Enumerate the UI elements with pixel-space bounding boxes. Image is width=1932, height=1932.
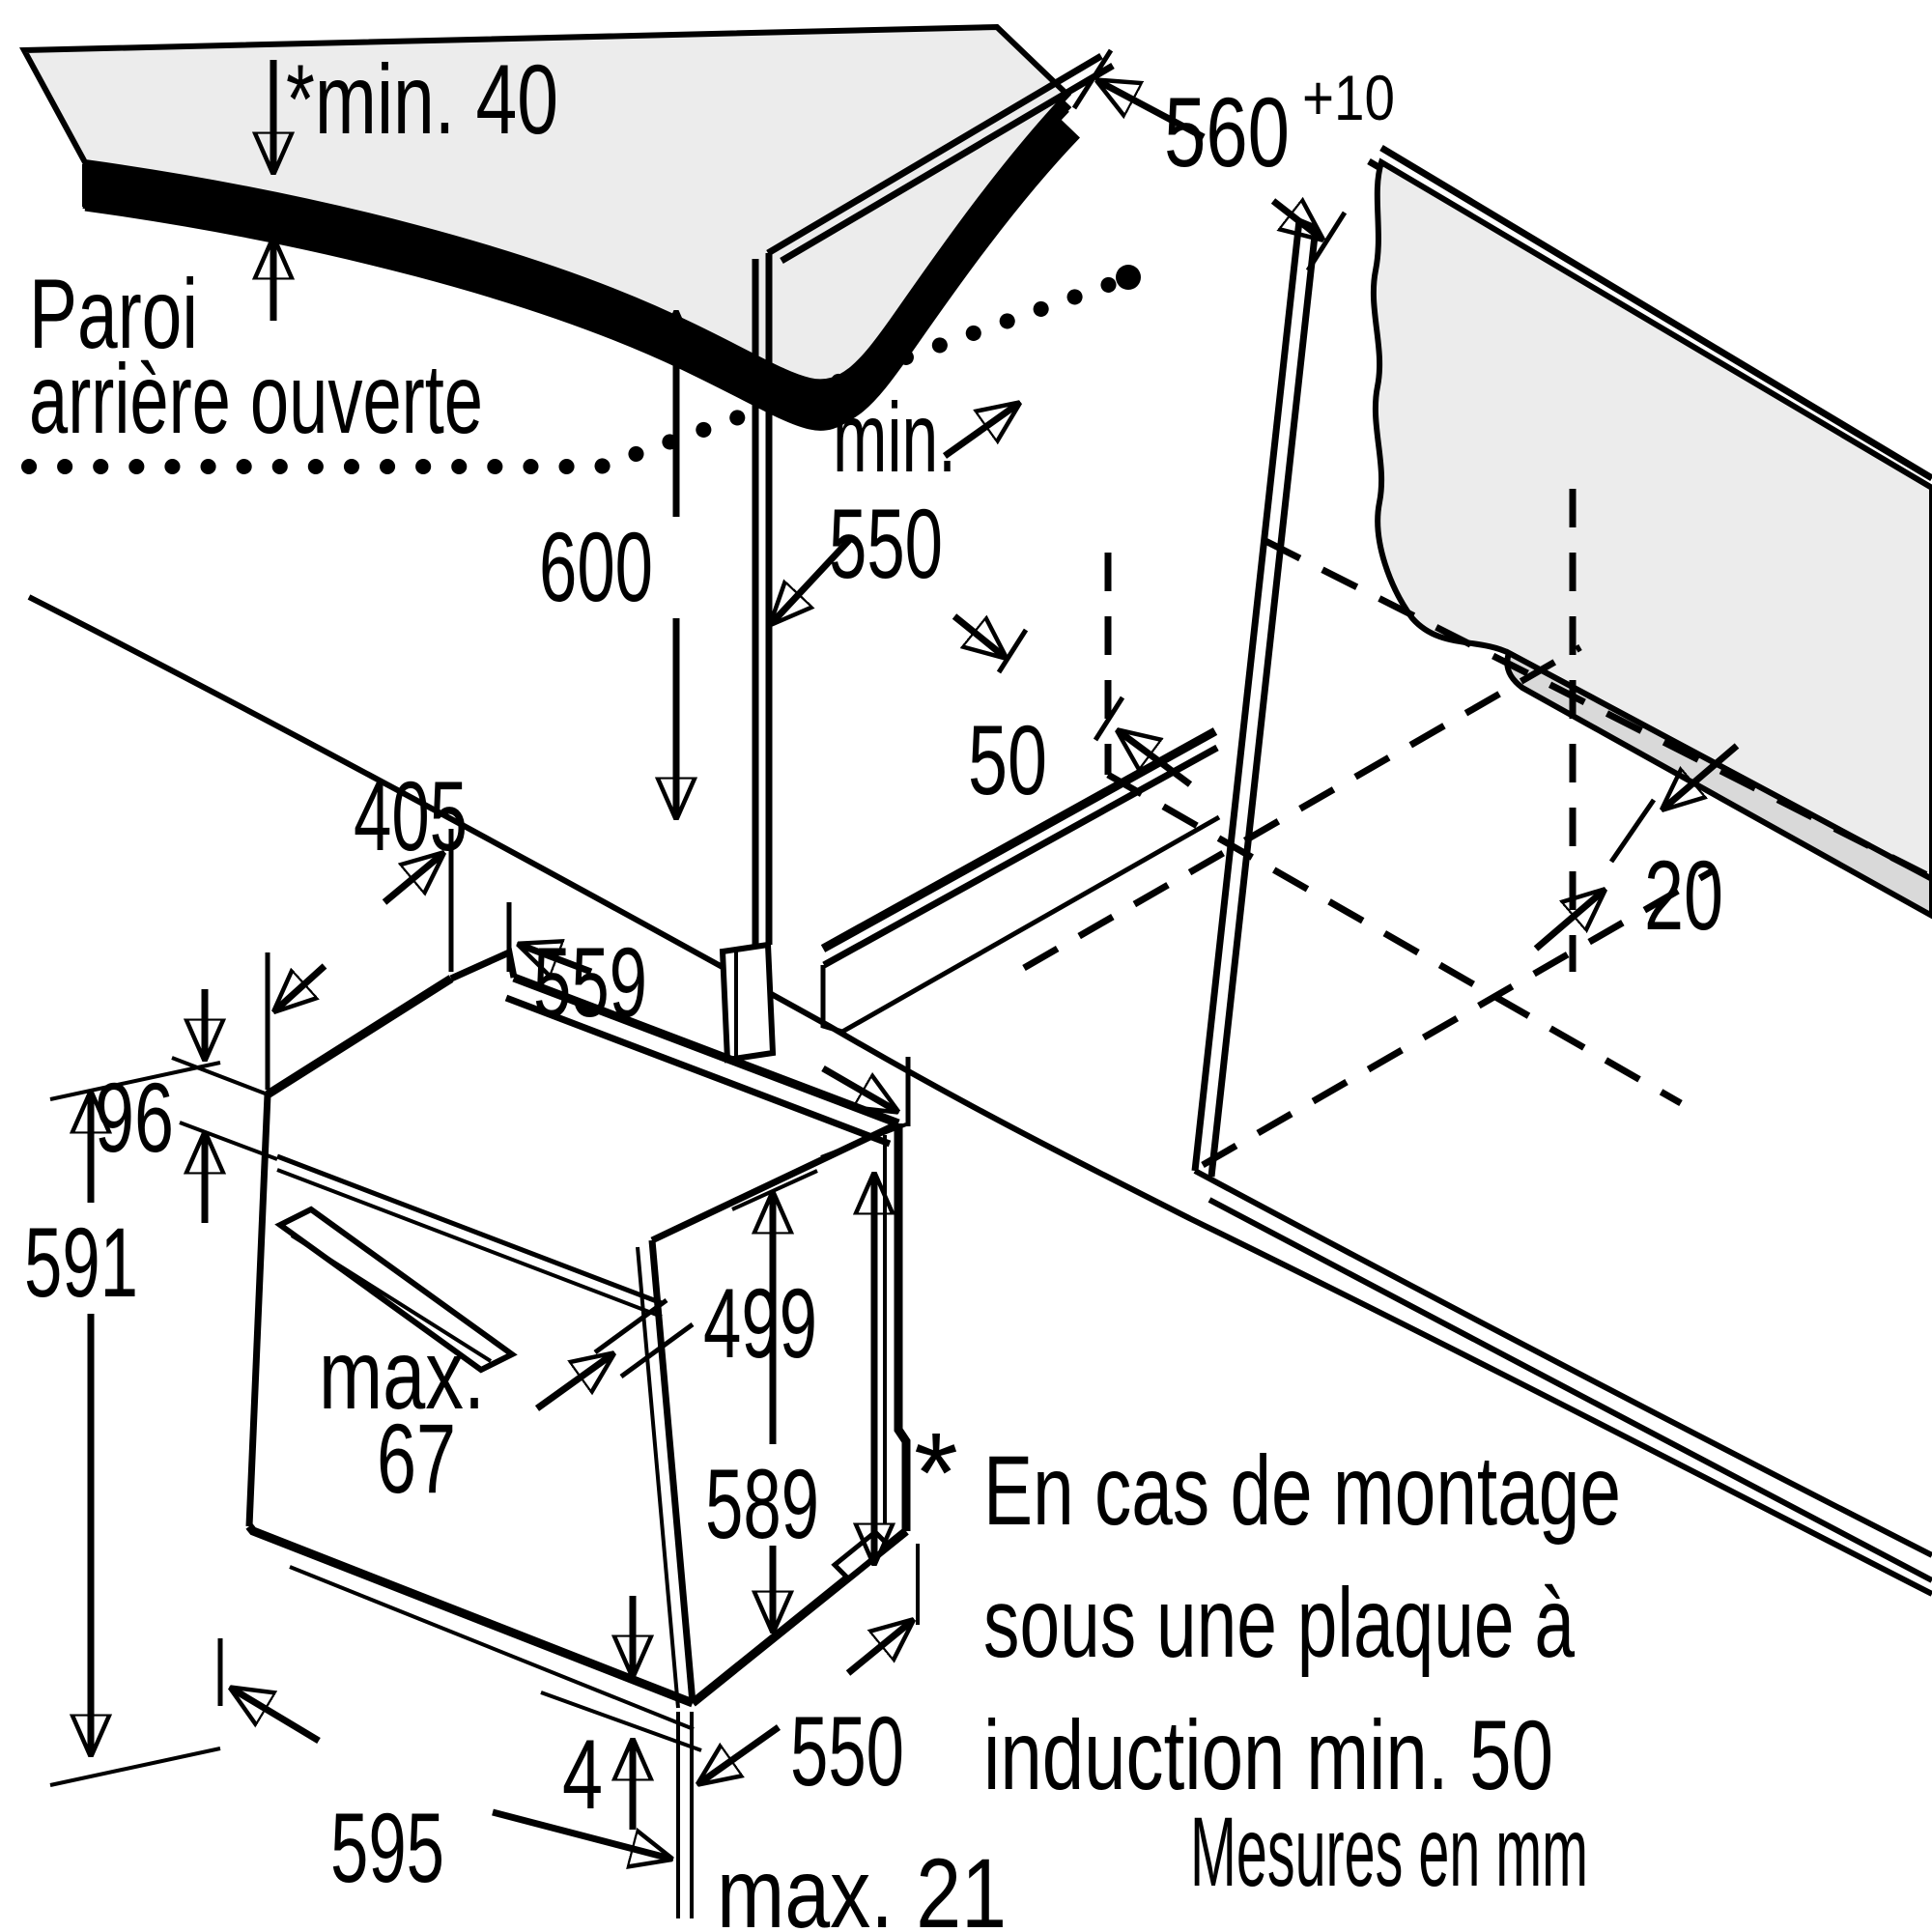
oven-door-bottom-edge [245, 1523, 695, 1708]
rear-wall-leader [21, 265, 1141, 474]
footnote-line2: sous une plaque à [983, 1568, 1575, 1678]
label-niche-width: 560 [1164, 77, 1290, 187]
label-case-depth: 550 [790, 1696, 904, 1806]
cabinet-plinth-recess [840, 814, 1221, 1035]
cabinet-top-edge-outer [766, 52, 1103, 257]
oven-door-left-edge [245, 1094, 271, 1527]
label-niche-width-tolerance: +10 [1302, 62, 1395, 133]
label-control-panel-height: 96 [95, 1063, 174, 1173]
worktop [19, 23, 1080, 431]
label-case-top-width: 559 [533, 927, 647, 1037]
footnote: * En cas de montage sous une plaque à in… [914, 1409, 1621, 1810]
dim-50-tick-right [1093, 696, 1125, 742]
dim-595-arrow-left [232, 1689, 321, 1745]
label-rear-wall-line2: arrière ouverte [29, 344, 483, 454]
dashed-base-rear [1201, 867, 1714, 1169]
dim-595-arrow-right [492, 1808, 670, 1859]
units-note: Mesures en mm [1190, 1797, 1588, 1907]
footnote-line3: induction min. 50 [983, 1700, 1553, 1810]
dim-50-tick-left [996, 628, 1029, 674]
oven-top-notch [449, 947, 518, 982]
wall-torn-face [1370, 157, 1932, 883]
label-rear-wall-line1: Paroi [29, 259, 198, 369]
dim-405-arrow-down [275, 963, 327, 1010]
label-niche-depth-value: 550 [829, 489, 943, 599]
wall-top-edge-upper [1379, 144, 1932, 482]
dim-67-arrow [534, 1354, 612, 1411]
label-worktop-min-thickness: *min. 40 [286, 44, 558, 155]
cabinet-foot [719, 941, 777, 1064]
oven-handle [274, 1206, 518, 1374]
worktop-edge-line-bottom [84, 141, 1069, 431]
label-top-recess-depth: 405 [354, 761, 468, 871]
oven-base-line2 [540, 1690, 702, 1752]
dim-20-tick [1608, 798, 1657, 864]
cabinet-shelf-lower [822, 744, 1219, 969]
dim-50-arrow-left [952, 613, 1005, 657]
dimensions [49, 48, 1740, 1918]
dim-550-depth-arrow-down [772, 534, 855, 623]
dim-591-tick-bottom [49, 1747, 221, 1787]
label-niche-depth-min: min. [833, 383, 956, 493]
label-handle-clearance-value: 67 [377, 1404, 456, 1514]
label-door-overhang: max. 21 [717, 1838, 1007, 1932]
oven-top-left-edge [265, 975, 454, 1098]
dim-96-ext-bottom [179, 1121, 278, 1161]
wall-plinth-lower [1208, 1197, 1932, 1583]
dim-67-tick1 [593, 1297, 668, 1355]
dim-559-arrow-right [821, 1065, 896, 1111]
oven-handle-inner-line [290, 1234, 493, 1363]
dashed-floor-rear [1022, 643, 1582, 972]
floor-line [27, 594, 1932, 1597]
label-front-height: 591 [24, 1208, 138, 1318]
cabinet-top-edge-inner [780, 62, 1115, 265]
label-case-height: 589 [705, 1449, 819, 1559]
dim-560-arrow-right [1270, 201, 1321, 239]
oven-base-line [289, 1565, 695, 1731]
oven [245, 947, 911, 1752]
dotted-leader-endpoint [1116, 265, 1141, 290]
dim-20-arrow-lower [1533, 891, 1604, 952]
oven-door-right-edge-inner [636, 1246, 680, 1709]
side-board-inner-edge [1208, 226, 1320, 1178]
dim-559-arrow-left [520, 945, 593, 972]
dim-550b-arrow-rear [845, 1621, 912, 1676]
dim-499-tick-top [820, 1122, 907, 1159]
worktop-edge-white-band [84, 99, 1072, 395]
dim-20-arrow-upper [1663, 743, 1740, 809]
dim-50-arrow-right [1119, 731, 1193, 787]
dim-560-arrow-left [1098, 81, 1206, 141]
label-wall-gap: 20 [1644, 840, 1723, 951]
oven-control-panel-line2 [276, 1168, 663, 1319]
oven-top-rear-edge-inner [504, 994, 892, 1148]
dim-589-tick-top [731, 1169, 818, 1211]
dim-67-tick2 [619, 1321, 695, 1379]
oven-top-rear-edge [512, 973, 900, 1128]
worktop-top-face [19, 23, 1072, 385]
footnote-line1: En cas de montage [983, 1435, 1621, 1546]
oven-rear-vertical-edge [894, 1123, 911, 1531]
worktop-edge-gray-band [82, 113, 1080, 429]
dotted-leader-line [21, 271, 1132, 474]
dim-405-arrow-up [382, 854, 442, 905]
dim-96-ext-top [171, 1056, 269, 1096]
oven-control-panel-line [276, 1153, 663, 1306]
label-niche-height: 600 [539, 512, 653, 622]
cabinet-bottom-panel-edge [820, 965, 843, 1035]
wall-plinth-upper [1193, 1168, 1932, 1558]
footnote-marker: * [914, 1409, 958, 1537]
labels: *min. 40 560 +10 Paroi arrière ouverte m… [24, 44, 1723, 1932]
worktop-edge-line-mid [84, 108, 1069, 398]
label-front-width: 595 [330, 1793, 444, 1903]
right-wall [1191, 144, 1932, 1583]
dim-550b-arrow-front [699, 1724, 781, 1783]
label-handle-clearance-max: max. [319, 1320, 485, 1430]
dim-550-depth-arrow-up [942, 404, 1018, 459]
label-door-bottom-gap: 4 [562, 1719, 603, 1830]
dashed-rear-bottom [1106, 771, 1683, 1107]
label-rear-case-height: 499 [703, 1268, 817, 1378]
label-rear-clearance: 50 [968, 705, 1047, 815]
side-board-front-edge [1191, 219, 1303, 1172]
